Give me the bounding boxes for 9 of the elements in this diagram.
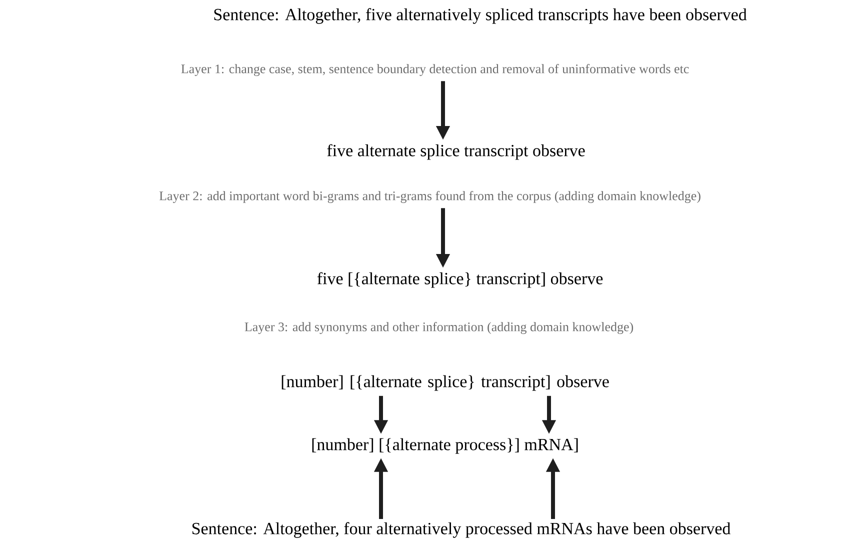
text-line: [number] [{alternate process}] mRNA] [312, 438, 578, 454]
text-line: Sentence: Altogether, five alternatively spliced transcripts have been observed [214, 8, 747, 24]
text-line: five [{alternate splice} transcript] observe [317, 272, 603, 288]
text-line: Sentence: Altogether, four alternatively processed mRNAs have been observed [192, 522, 731, 538]
text-line: five alternate splice transcript observe [327, 144, 585, 160]
layer-description: Layer 3: add synonyms and other information (adding domain knowledge) [244, 322, 634, 334]
layer-description: Layer 1: change case, stem, sentence boundary detection and removal of uninformative words etc [181, 64, 689, 76]
text-line: [number] [{alternate splice} transcript] observe [282, 375, 609, 391]
layer-description: Layer 2: add important word bi-grams and tri-grams found from the corpus (adding domain knowledge) [159, 191, 700, 203]
